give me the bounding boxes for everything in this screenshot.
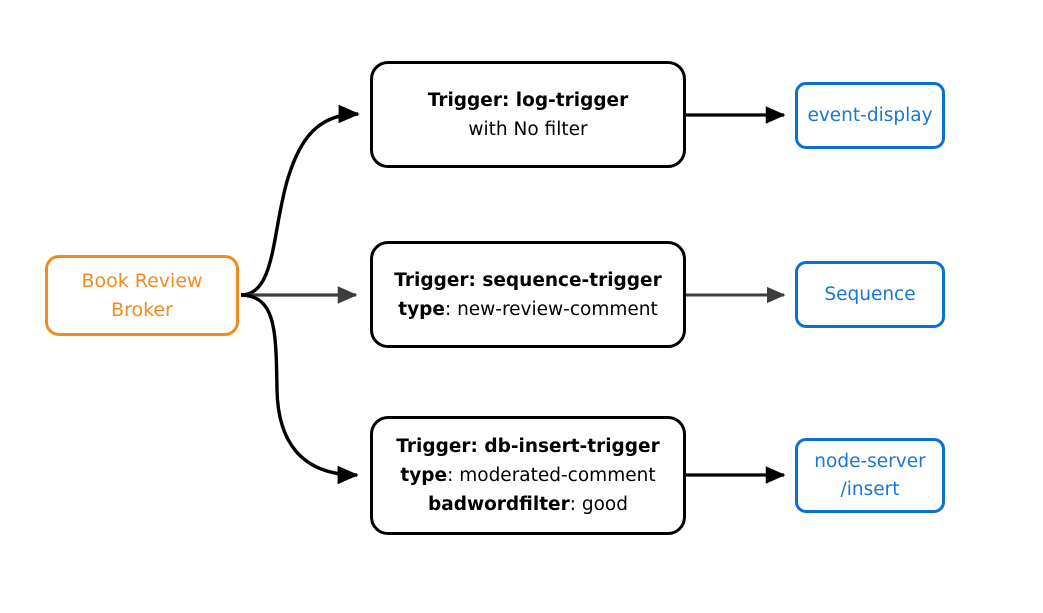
- trigger-log-line-1: Trigger: log-trigger: [427, 89, 629, 111]
- node-action-event-display[interactable]: event-display: [795, 82, 945, 149]
- action-sequence-label: Sequence: [824, 283, 916, 305]
- node-action-sequence[interactable]: Sequence: [795, 261, 945, 328]
- node-trigger-db-insert-trigger[interactable]: Trigger: db-insert-trigger type: moderat…: [370, 416, 686, 535]
- action-node-server-label-line-1: node-server: [814, 450, 926, 472]
- action-event-display-label: event-display: [807, 104, 933, 126]
- trigger-db-insert-line-3: badwordfilter: good: [428, 494, 628, 515]
- node-book-review-broker[interactable]: Book Review Broker: [45, 255, 239, 336]
- trigger-log-line-2: with No filter: [468, 118, 588, 140]
- trigger-sequence-line-1: Trigger: sequence-trigger: [394, 269, 662, 291]
- edge-broker-to-db-insert-trigger: [240, 293, 359, 485]
- node-action-node-server-insert[interactable]: node-server /insert: [795, 438, 945, 513]
- broker-label-line-1: Book Review: [81, 269, 203, 292]
- trigger-db-insert-line-1: Trigger: db-insert-trigger: [396, 436, 660, 457]
- edge-broker-to-log-trigger: [240, 104, 360, 297]
- trigger-sequence-line-2: type: new-review-comment: [398, 298, 658, 320]
- node-trigger-sequence-trigger[interactable]: Trigger: sequence-trigger type: new-revi…: [370, 241, 686, 348]
- broker-label-line-2: Broker: [111, 298, 173, 321]
- action-node-server-label-line-2: /insert: [840, 478, 900, 500]
- trigger-db-insert-line-2: type: moderated-comment: [400, 465, 656, 486]
- node-trigger-log-trigger[interactable]: Trigger: log-trigger with No filter: [370, 61, 686, 168]
